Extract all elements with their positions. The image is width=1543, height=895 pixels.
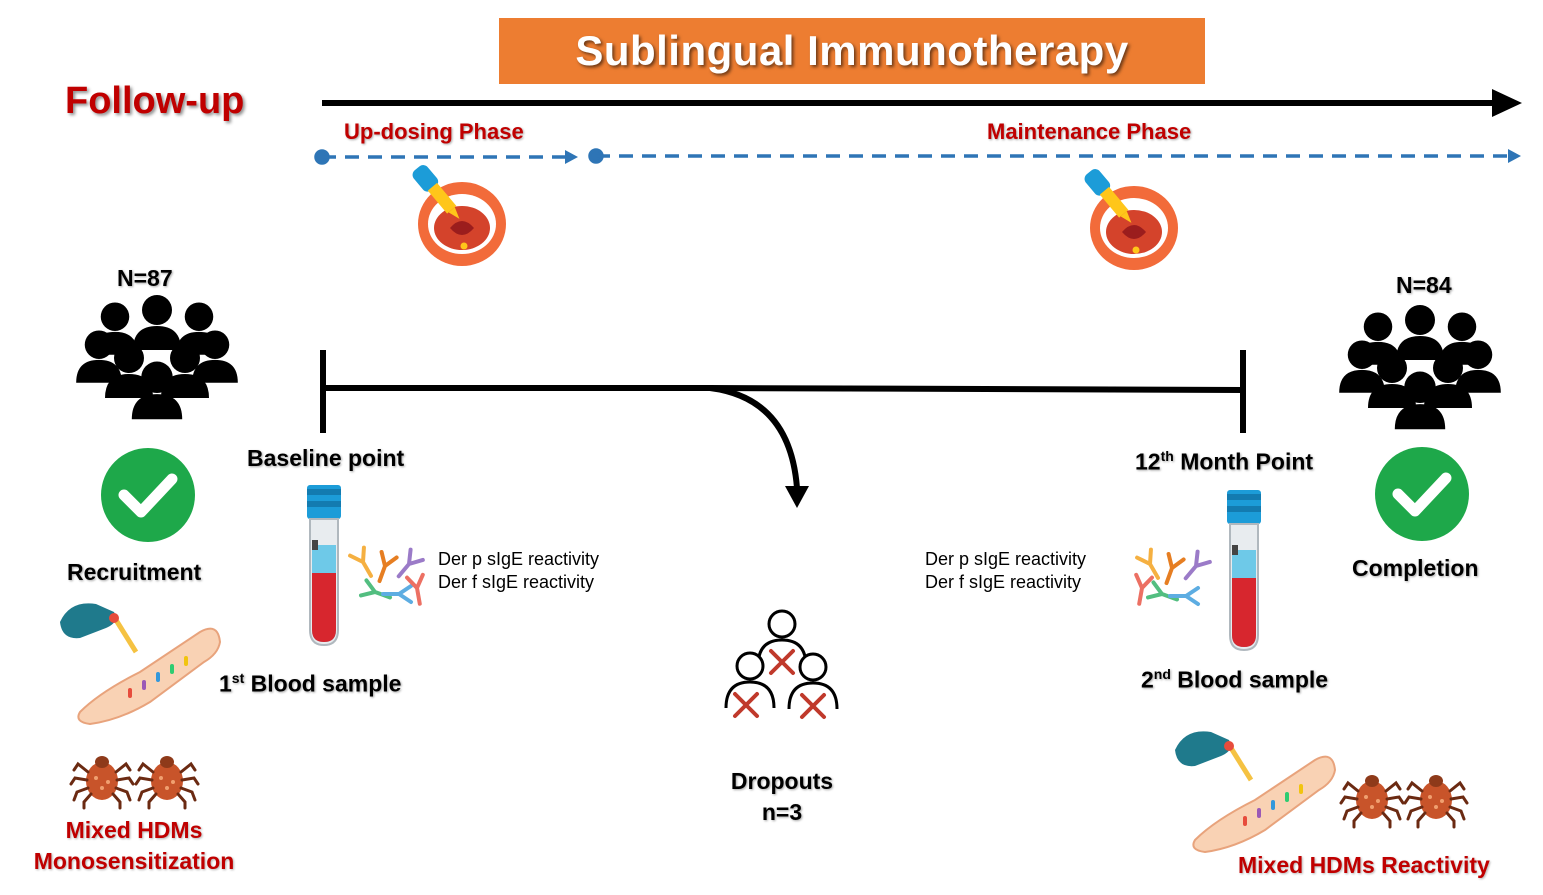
der-f-reactivity: Der f sIgE reactivity xyxy=(438,572,595,592)
dropout-arrow-head xyxy=(785,486,809,508)
completed-count: N=84 xyxy=(1396,272,1452,298)
month-point-text: Month Point xyxy=(1173,448,1314,475)
mite-icon xyxy=(134,754,200,810)
mite-icon xyxy=(1403,773,1469,829)
dropper-mouth-icon xyxy=(1084,169,1178,270)
baseline-reactivity: Der p sIgE reactivity Der f sIgE reactiv… xyxy=(438,548,599,594)
month-reactivity: Der p sIgE reactivity Der f sIgE reactiv… xyxy=(925,548,1086,594)
monosensitization-label: Mixed HDMs Monosensitization xyxy=(20,815,248,877)
der-p-reactivity: Der p sIgE reactivity xyxy=(438,549,600,569)
month-point-label: 12th Month Point xyxy=(1135,448,1313,476)
updosing-phase-label: Up-dosing Phase xyxy=(344,119,524,144)
dropout-people-icon xyxy=(724,609,839,710)
monosensitization-line: Monosensitization xyxy=(33,848,235,874)
dropouts-title: Dropouts xyxy=(730,768,834,794)
der-p-reactivity: Der p sIgE reactivity xyxy=(925,549,1087,569)
skin-prick-test-icon xyxy=(60,603,222,726)
follow-up-label: Follow-up xyxy=(65,80,245,122)
month-number: 12 xyxy=(1135,448,1161,475)
blood-tube-icon xyxy=(307,485,341,647)
title: Sublingual Immunotherapy xyxy=(575,27,1129,74)
skin-prick-test-icon xyxy=(1175,731,1337,854)
blood-sample-text: Blood sample xyxy=(244,670,402,697)
mite-icon xyxy=(69,754,135,810)
month-suffix: th xyxy=(1160,448,1174,464)
ordinal: 1 xyxy=(219,670,232,697)
study-period-bracket xyxy=(320,350,1246,489)
dropouts-label: Dropouts n=3 xyxy=(712,766,852,828)
ordinal-suffix: nd xyxy=(1153,666,1171,682)
recruitment-label: Recruitment xyxy=(67,559,202,585)
mite-icon xyxy=(1339,773,1405,829)
check-circle-icon xyxy=(1375,447,1469,541)
ordinal: 2 xyxy=(1141,666,1154,693)
updosing-phase-arrow xyxy=(314,149,578,165)
completion-label: Completion xyxy=(1352,555,1479,581)
people-group-icon xyxy=(1339,305,1501,430)
first-blood-sample-label: 1st Blood sample xyxy=(219,670,401,698)
der-f-reactivity: Der f sIgE reactivity xyxy=(925,572,1082,592)
people-group-icon xyxy=(76,295,238,420)
dropouts-count: n=3 xyxy=(761,799,803,825)
blood-sample-text: Blood sample xyxy=(1170,666,1329,693)
recruited-count: N=87 xyxy=(117,265,173,291)
ordinal-suffix: st xyxy=(231,670,245,686)
antibody-icon xyxy=(1129,547,1212,609)
timeline-arrow xyxy=(322,89,1522,117)
title-banner: Sublingual Immunotherapy xyxy=(499,18,1205,84)
blood-tube-icon xyxy=(1227,490,1261,652)
dropper-mouth-icon xyxy=(412,165,506,266)
dropout-x-marks xyxy=(733,649,826,719)
mixed-hdms-reactivity-label: Mixed HDMs Reactivity xyxy=(1238,852,1490,878)
check-circle-icon xyxy=(101,448,195,542)
second-blood-sample-label: 2nd Blood sample xyxy=(1141,666,1328,694)
mixed-hdms-line: Mixed HDMs xyxy=(65,817,203,843)
baseline-label: Baseline point xyxy=(247,445,405,471)
antibody-icon xyxy=(348,545,430,608)
maintenance-phase-label: Maintenance Phase xyxy=(987,119,1192,144)
maintenance-phase-arrow xyxy=(588,148,1521,164)
